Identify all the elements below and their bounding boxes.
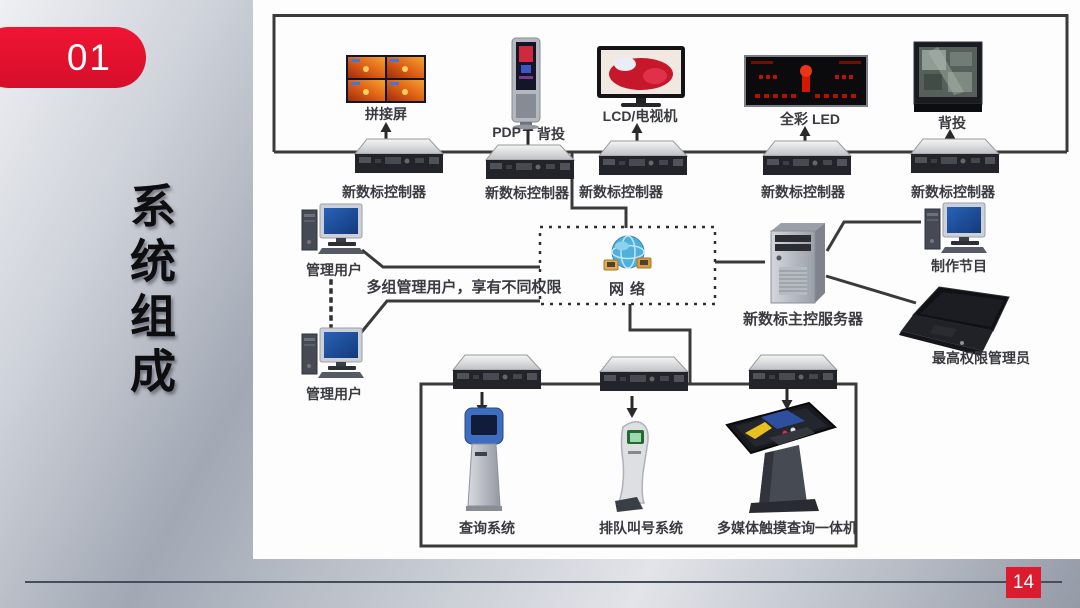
label-controller: 新数标控制器 [485,185,569,201]
label-network: 网络 [608,281,652,298]
produce-pc-image [924,202,988,254]
query-kiosk-image [464,407,504,512]
controller-image [910,138,1000,174]
label-kiosk-query: 查询系统 [459,520,515,536]
admin-pc-image [301,203,365,255]
label-admin-note: 多组管理用户，享有不同权限 [366,279,562,296]
label-controller: 新数标控制器 [579,184,663,200]
controller-image [598,140,688,176]
page-number: 14 [1006,567,1041,598]
controller-image [452,354,542,390]
controller-image [748,354,838,390]
laptop-image [898,286,1010,357]
label-rear-projection: 背投 [938,115,966,131]
network-globe-icon [603,235,652,271]
label-lcd-tv: LCD/电视机 [602,108,678,124]
admin-pc-image [301,327,365,379]
label-kiosk-queue: 排队叫号系统 [599,520,683,536]
slide-title-vertical: 系统组成 [124,182,176,402]
lcd-tv-image [597,46,685,107]
controller-image [599,356,689,392]
admin2-to-network-line [358,299,540,335]
label-controller: 新数标控制器 [911,184,995,200]
admin1-to-network-line [361,248,540,269]
bus-to-network-line [570,152,628,228]
label-controller: 新数标控制器 [761,184,845,200]
top-enclosure-border [272,14,1069,152]
controller-image [354,138,444,174]
controller-image [762,140,852,176]
led-screen-image [744,55,868,107]
up-arrow-icon [631,123,643,148]
label-super-admin: 最高权限管理员 [932,350,1030,366]
section-number-badge: 01 [0,27,146,88]
server-to-laptop-line [825,274,917,305]
label-led: 全彩 LED [780,111,840,127]
video-wall-image [346,55,426,103]
down-arrow-icon [626,396,638,418]
label-server: 新数标主控服务器 [742,311,864,328]
down-arrow-icon [781,389,793,410]
label-pdp-prefix: PDP [492,124,521,140]
server-tower-image [770,222,826,304]
label-produce: 制作节目 [931,258,987,274]
label-controller: 新数标控制器 [342,184,426,200]
queue-kiosk-image [614,420,649,513]
server-to-produce-line [825,220,921,252]
network-to-kiosk-line [628,304,692,384]
label-admin-user: 管理用户 [306,262,362,278]
footer-divider [25,581,1062,583]
touch-table-image [726,402,836,514]
label-video-wall: 拼接屏 [365,106,407,122]
controller-image [485,144,575,180]
rear-projection-image [913,41,983,113]
label-kiosk-touch: 多媒体触摸查询一体机 [717,520,857,536]
label-admin-user: 管理用户 [306,386,362,402]
label-pdp-suffix: 背投 [537,126,565,142]
pdp-kiosk-image [511,37,541,130]
